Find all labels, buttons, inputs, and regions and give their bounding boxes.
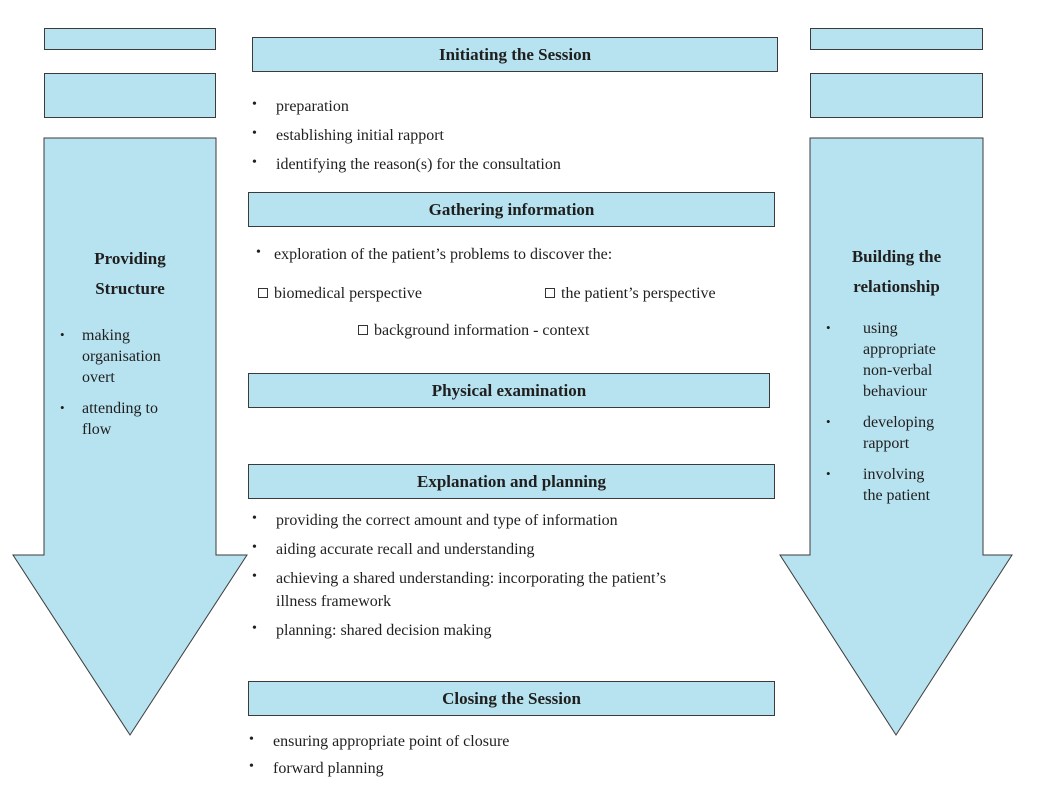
left-column-title: Providing Structure bbox=[44, 244, 216, 304]
left-column-list: making organisation overt attending to f… bbox=[60, 324, 210, 450]
initiating-session-list: preparation establishing initial rapport… bbox=[252, 90, 561, 179]
item-line: behaviour bbox=[863, 383, 927, 400]
checkbox-icon bbox=[358, 325, 368, 335]
list-item: planning: shared decision making bbox=[252, 617, 666, 642]
gathering-option-patient: the patient’s perspective bbox=[545, 285, 716, 303]
list-item: establishing initial rapport bbox=[252, 119, 561, 150]
checkbox-icon bbox=[258, 288, 268, 298]
list-item: aiding accurate recall and understanding bbox=[252, 536, 666, 561]
item-line: overt bbox=[82, 369, 115, 386]
left-title-line2: Structure bbox=[95, 279, 165, 298]
list-item: using appropriate non-verbal behaviour bbox=[826, 317, 976, 402]
item-line: developing bbox=[863, 414, 935, 431]
item-line: appropriate bbox=[863, 341, 936, 358]
list-item: exploration of the patient’s problems to… bbox=[256, 242, 612, 266]
right-second-box bbox=[810, 73, 983, 118]
list-item: involving the patient bbox=[826, 463, 976, 506]
left-second-box bbox=[44, 73, 216, 118]
list-item: making organisation overt bbox=[60, 324, 210, 388]
item-line: rapport bbox=[863, 435, 910, 452]
right-column-list: using appropriate non-verbal behaviour d… bbox=[826, 317, 976, 516]
list-item: attending to flow bbox=[60, 397, 210, 440]
left-top-bar bbox=[44, 28, 216, 50]
right-top-bar bbox=[810, 28, 983, 50]
list-item: providing the correct amount and type of… bbox=[252, 507, 666, 532]
gathering-intro-list: exploration of the patient’s problems to… bbox=[256, 242, 612, 266]
initiating-session-header: Initiating the Session bbox=[252, 37, 778, 72]
item-line: attending to bbox=[82, 400, 158, 417]
item-line: organisation bbox=[82, 348, 161, 365]
gathering-option-background: background information - context bbox=[358, 322, 590, 340]
list-item: preparation bbox=[252, 90, 561, 121]
item-line: the patient bbox=[863, 487, 931, 504]
item-line: illness framework bbox=[276, 593, 392, 610]
item-line: flow bbox=[82, 421, 112, 438]
right-column-title: Building the relationship bbox=[810, 242, 983, 302]
gathering-option-biomedical: biomedical perspective bbox=[258, 285, 422, 303]
physical-examination-header: Physical examination bbox=[248, 373, 770, 408]
item-line: making bbox=[82, 327, 130, 344]
explanation-planning-header: Explanation and planning bbox=[248, 464, 775, 499]
item-line: involving bbox=[863, 466, 925, 483]
item-line: using bbox=[863, 320, 898, 337]
checkbox-icon bbox=[545, 288, 555, 298]
closing-session-list: ensuring appropriate point of closure fo… bbox=[249, 726, 509, 782]
list-item: forward planning bbox=[249, 753, 509, 782]
list-item: achieving a shared understanding: incorp… bbox=[252, 565, 667, 613]
right-title-line2: relationship bbox=[853, 277, 940, 296]
option-label: background information - context bbox=[374, 322, 590, 339]
closing-session-header: Closing the Session bbox=[248, 681, 775, 716]
option-label: the patient’s perspective bbox=[561, 285, 716, 302]
list-item: ensuring appropriate point of closure bbox=[249, 726, 509, 755]
list-item: developing rapport bbox=[826, 411, 976, 454]
explanation-planning-list: providing the correct amount and type of… bbox=[252, 507, 667, 642]
gathering-information-header: Gathering information bbox=[248, 192, 775, 227]
right-title-line1: Building the bbox=[851, 247, 942, 266]
list-item: identifying the reason(s) for the consul… bbox=[252, 148, 561, 179]
item-line: non-verbal bbox=[863, 362, 933, 379]
item-line: achieving a shared understanding: incorp… bbox=[276, 570, 667, 587]
option-label: biomedical perspective bbox=[274, 285, 422, 302]
left-title-line1: Providing bbox=[94, 249, 166, 268]
